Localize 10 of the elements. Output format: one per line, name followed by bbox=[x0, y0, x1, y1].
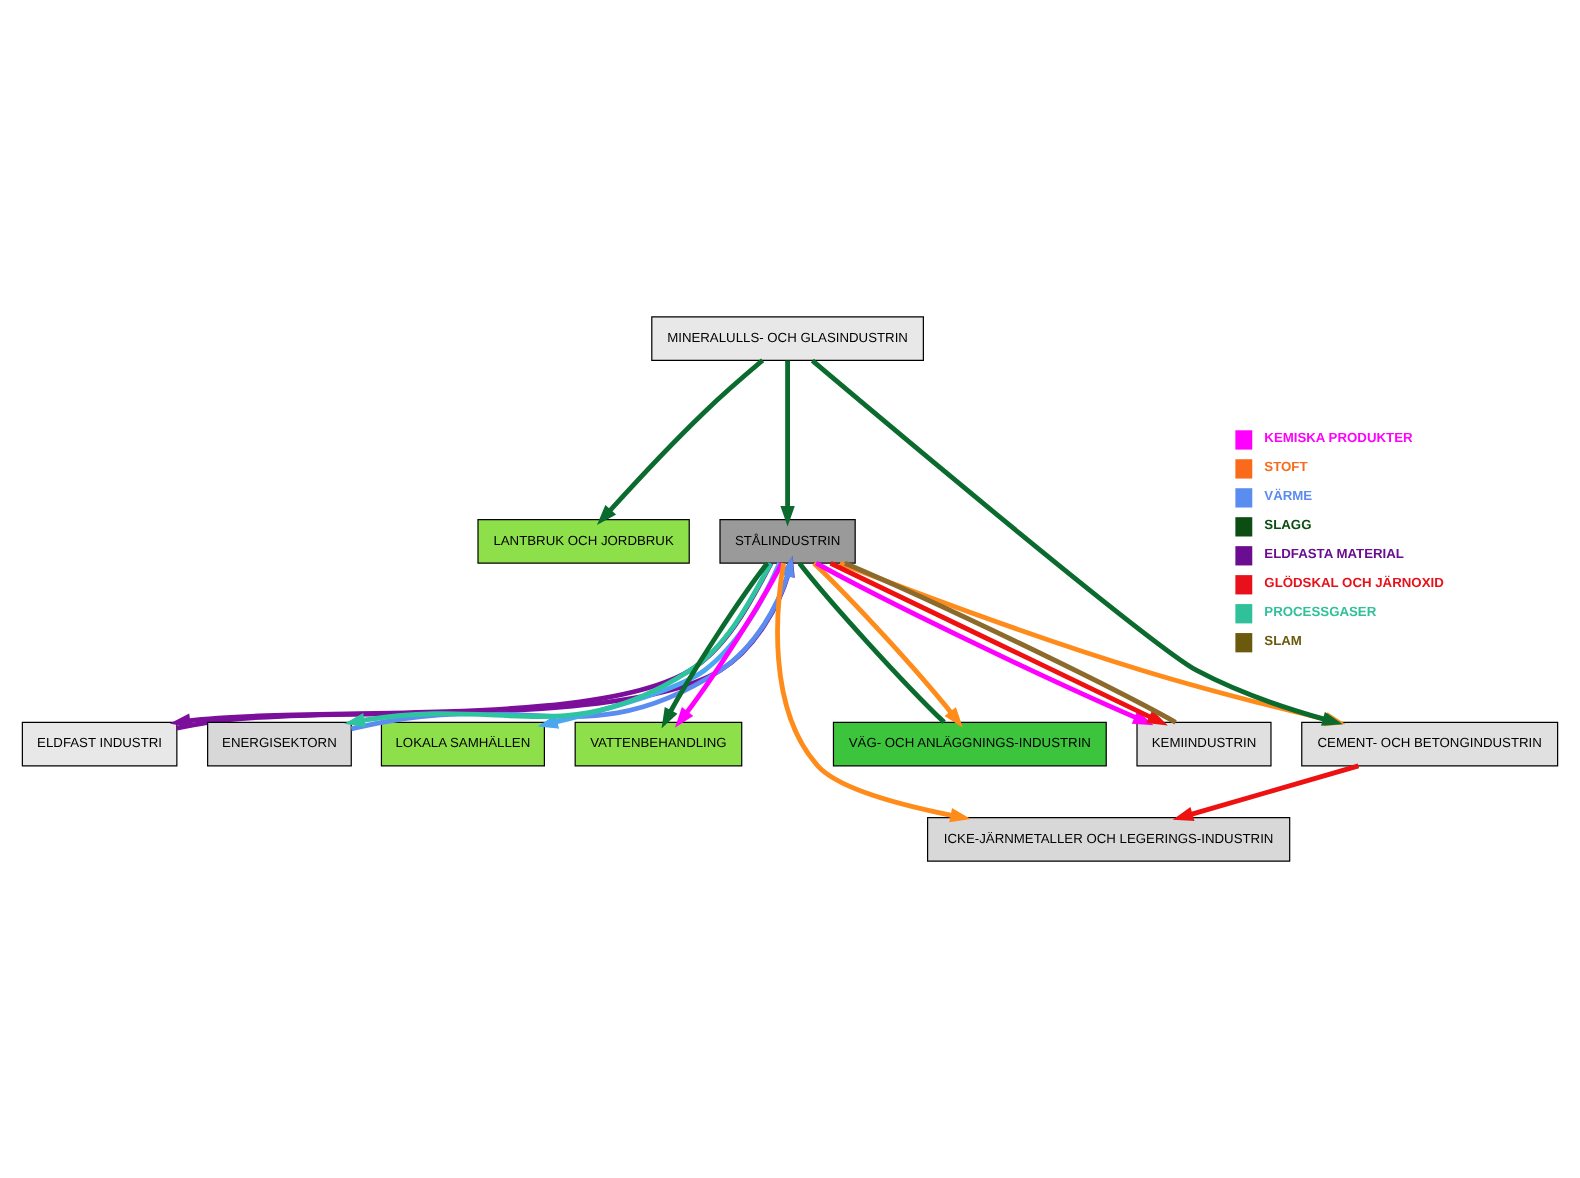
arrow bbox=[812, 561, 963, 728]
arrow bbox=[775, 562, 971, 823]
arrow bbox=[674, 562, 784, 728]
arrow bbox=[537, 562, 782, 729]
arrow bbox=[596, 358, 765, 526]
arrow bbox=[661, 561, 770, 729]
arrow bbox=[1172, 763, 1360, 821]
arrow bbox=[810, 358, 1343, 726]
arrow bbox=[780, 360, 795, 527]
connector bbox=[797, 561, 946, 725]
